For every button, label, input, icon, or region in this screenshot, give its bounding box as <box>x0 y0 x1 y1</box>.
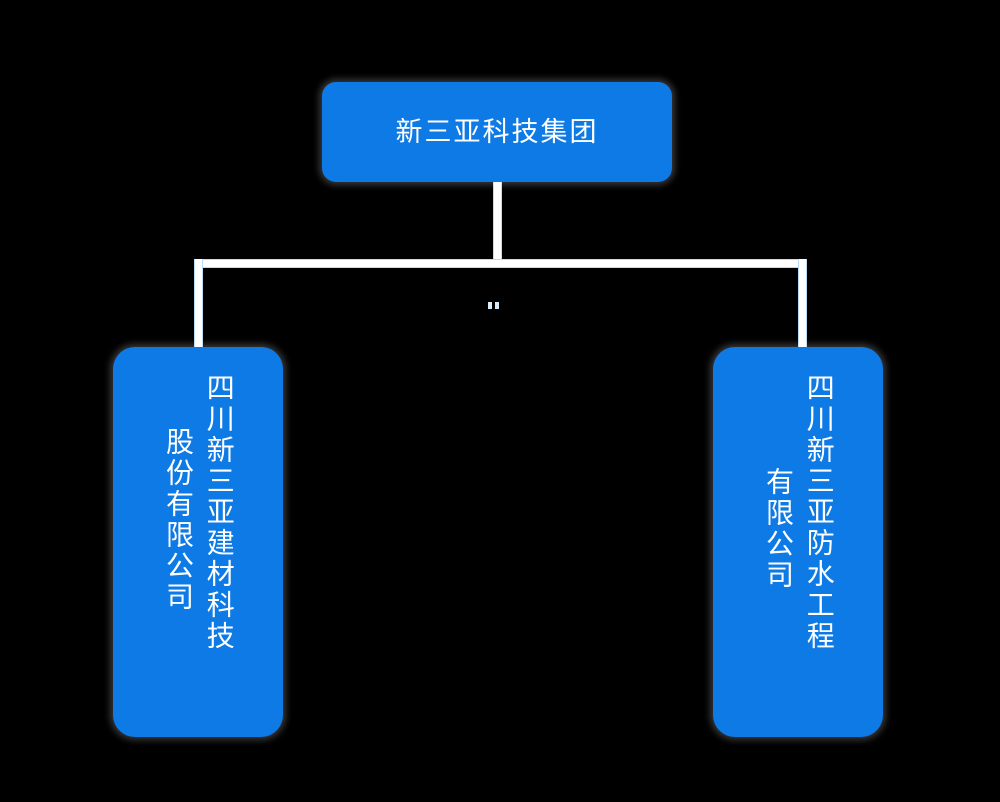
render-artifact-mark <box>495 302 499 309</box>
connector-right-branch <box>798 259 807 351</box>
vertical-text-block: 四川新三亚建材科技 股份有限公司 <box>113 347 283 737</box>
org-node-root[interactable]: 新三亚科技集团 <box>322 82 672 182</box>
connector-root-stem <box>493 178 502 266</box>
org-node-child-right-label-secondary: 有限公司 <box>762 467 795 591</box>
connector-sibling-bar <box>194 259 807 268</box>
org-node-child-right[interactable]: 四川新三亚防水工程 有限公司 <box>713 347 883 737</box>
org-node-child-left-label-secondary: 股份有限公司 <box>162 427 195 613</box>
org-node-child-right-label-primary: 四川新三亚防水工程 <box>802 373 836 652</box>
org-node-child-left[interactable]: 四川新三亚建材科技 股份有限公司 <box>113 347 283 737</box>
vertical-text-block: 四川新三亚防水工程 有限公司 <box>713 347 883 737</box>
connector-left-branch <box>194 259 203 351</box>
org-node-root-label: 新三亚科技集团 <box>395 116 599 148</box>
org-node-child-left-label-primary: 四川新三亚建材科技 <box>202 373 236 652</box>
render-artifact-mark <box>488 302 492 309</box>
